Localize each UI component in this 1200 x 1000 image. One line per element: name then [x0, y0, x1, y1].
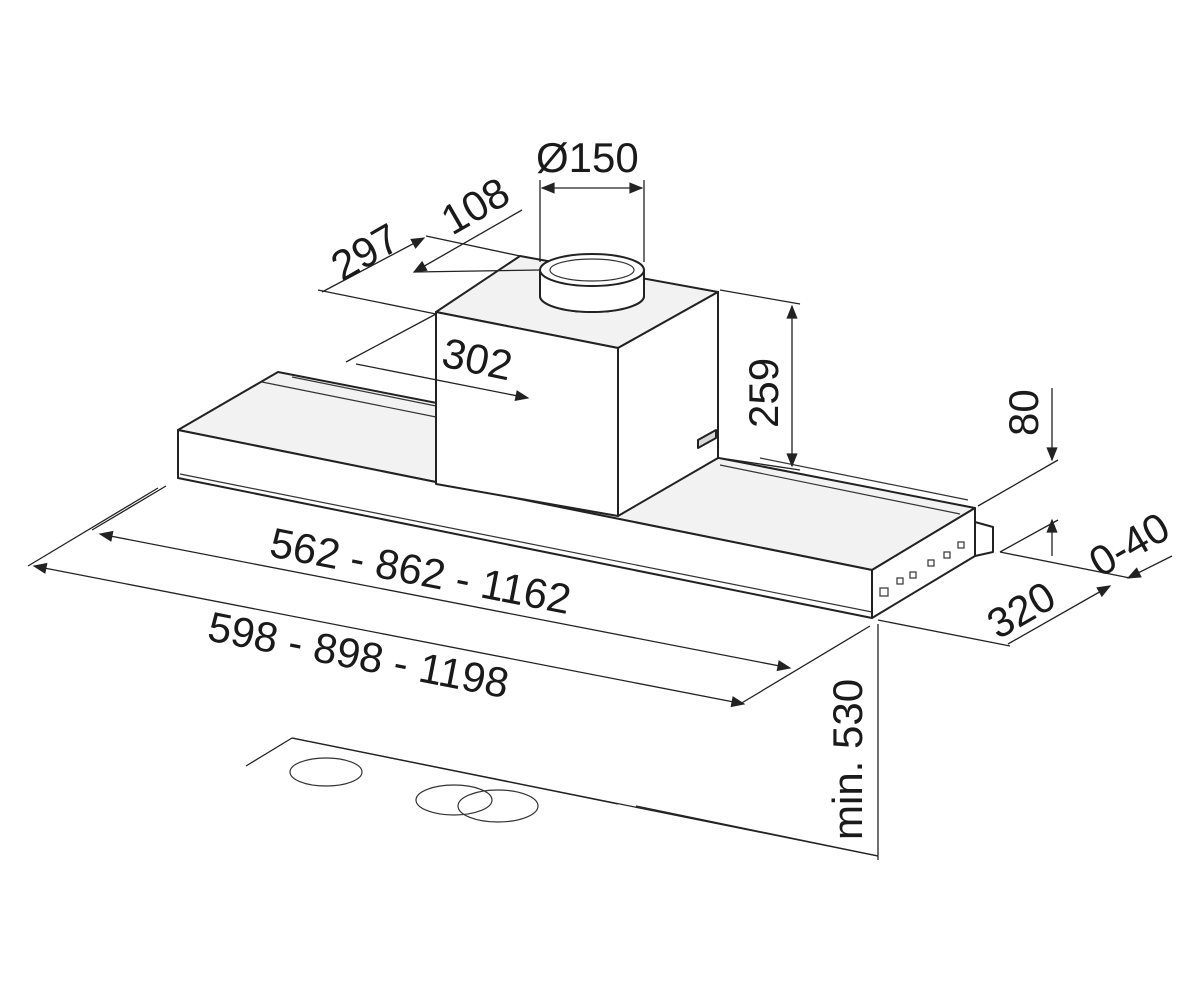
dim-320-extension — [877, 619, 1011, 647]
label-outer-width: 598 - 898 - 1198 — [204, 603, 512, 707]
label-108: 108 — [433, 168, 517, 244]
dim-0-40-line — [1126, 555, 1173, 579]
control-panel — [879, 541, 965, 597]
hood-top-groove-1 — [261, 381, 437, 418]
duct-collar — [539, 253, 645, 313]
hood-top-groove-2 — [291, 376, 437, 407]
label-duct-diameter: Ø150 — [536, 134, 639, 181]
label-80: 80 — [1000, 389, 1047, 436]
dim-108-extension — [413, 269, 541, 273]
dim-297-line — [321, 237, 426, 293]
dim-259-extension-bottom — [719, 457, 801, 471]
label-297: 297 — [323, 214, 407, 290]
dim-302-line-lower — [355, 363, 530, 402]
hood-top-groove-3 — [719, 464, 961, 515]
dim-598-extension-right — [739, 625, 871, 705]
motor-box-label-plate — [697, 429, 717, 449]
dim-80-extension-top — [977, 459, 1059, 507]
hob-burner-2 — [415, 784, 493, 816]
dim-80-extension-bottom — [999, 519, 1059, 553]
label-min-530: min. 530 — [824, 679, 871, 840]
hob-outline — [245, 737, 879, 857]
dim-598-extension-left — [27, 487, 159, 567]
dim-598-line — [32, 562, 746, 708]
hood-rear-bracket — [974, 521, 994, 557]
dim-259-extension-top — [719, 289, 801, 305]
hob-burner-1 — [289, 757, 363, 787]
dim-302-line — [345, 313, 437, 363]
motor-box-side — [617, 291, 719, 517]
dim-108-line — [412, 209, 523, 273]
label-259: 259 — [740, 358, 787, 428]
dim-297-extension — [317, 289, 437, 315]
label-0-40: 0-40 — [1081, 503, 1177, 586]
label-320: 320 — [979, 572, 1063, 648]
dim-320-line — [1007, 585, 1112, 645]
dimension-lines — [27, 180, 1173, 860]
dim-297-extension-back — [425, 235, 521, 257]
dim-562-extension — [91, 485, 167, 531]
dim-0-40-extension — [999, 551, 1131, 579]
hob-burner-3 — [457, 789, 539, 823]
